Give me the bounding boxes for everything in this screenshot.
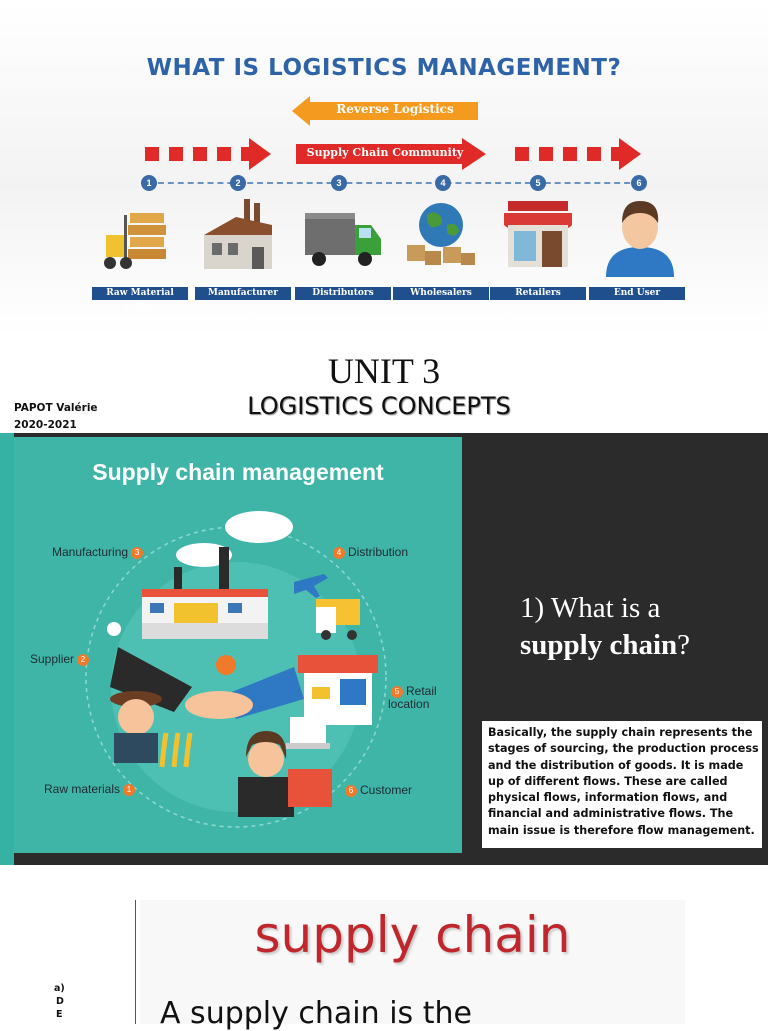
truck-icon bbox=[305, 213, 381, 266]
side-letter: D bbox=[56, 996, 64, 1007]
side-letters: a) D E bbox=[54, 982, 65, 1021]
step-label: Distributors bbox=[295, 287, 391, 300]
step-number: 1 bbox=[141, 175, 157, 191]
dashed-arrow-right bbox=[515, 138, 641, 170]
step-number: 2 bbox=[230, 175, 246, 191]
badge-number: 6 bbox=[345, 784, 357, 797]
bottom-slide: supply chain A supply chain is the bbox=[140, 900, 685, 1031]
question-suffix: ? bbox=[677, 629, 691, 661]
step-label: End User bbox=[589, 287, 685, 300]
definition-box: Basically, the supply chain represents t… bbox=[482, 721, 762, 848]
supply-chain-community-label: Supply Chain Community bbox=[306, 146, 464, 159]
dashed-arrow-left bbox=[145, 138, 271, 170]
step-number: 4 bbox=[435, 175, 451, 191]
question-bold: supply chain bbox=[520, 629, 678, 661]
academic-year: 2020-2021 bbox=[14, 419, 77, 431]
shop-icon bbox=[504, 201, 572, 267]
side-letter: E bbox=[56, 1009, 63, 1020]
step-label: Wholesalers bbox=[393, 287, 489, 300]
badge-number: 4 bbox=[333, 546, 345, 559]
step-number: 5 bbox=[530, 175, 546, 191]
bottom-subtitle: A supply chain is the bbox=[160, 996, 472, 1031]
reverse-logistics-label: Reverse Logistics bbox=[336, 102, 454, 116]
badge-number: 5 bbox=[391, 685, 403, 698]
bottom-title: supply chain bbox=[254, 906, 571, 964]
supply-chain-infographic: Supply chain management bbox=[14, 437, 462, 853]
supply-chain-arrow bbox=[296, 138, 486, 170]
step-label: Manufacturer bbox=[195, 287, 291, 300]
infographic-title: Supply chain management bbox=[92, 459, 384, 485]
definition-text: Basically, the supply chain represents t… bbox=[488, 726, 759, 837]
badge-number: 1 bbox=[123, 783, 136, 796]
author-name: PAPOT Valérie bbox=[14, 402, 98, 414]
reverse-logistics-arrow bbox=[292, 96, 478, 126]
question-heading: 1) What is a supply chain? bbox=[520, 590, 750, 664]
banner-title: WHAT IS LOGISTICS MANAGEMENT? bbox=[146, 55, 622, 81]
step-label: Retailers bbox=[490, 287, 586, 300]
forklift-icon bbox=[104, 213, 166, 269]
badge-number: 3 bbox=[131, 546, 144, 559]
logistics-banner: WHAT IS LOGISTICS MANAGEMENT? Reverse Lo… bbox=[0, 0, 768, 335]
divider bbox=[135, 900, 136, 1024]
step-label: Raw Material Supply bbox=[92, 287, 188, 311]
question-prefix: 1) What is a bbox=[520, 592, 661, 624]
infographic-illustration bbox=[85, 511, 387, 828]
slide-strip bbox=[0, 433, 14, 865]
unit-subtitle: LOGISTICS CONCEPTS bbox=[247, 392, 511, 420]
globe-boxes-icon bbox=[407, 203, 475, 265]
timeline-line bbox=[148, 182, 640, 184]
step-number: 3 bbox=[331, 175, 347, 191]
user-icon bbox=[606, 201, 674, 277]
step-number: 6 bbox=[631, 175, 647, 191]
author-block: PAPOT Valérie 2020-2021 bbox=[14, 400, 98, 434]
side-letter: a) bbox=[54, 983, 65, 994]
unit-title: UNIT 3 bbox=[327, 351, 441, 391]
badge-number: 2 bbox=[77, 653, 90, 666]
factory-icon bbox=[204, 199, 272, 269]
